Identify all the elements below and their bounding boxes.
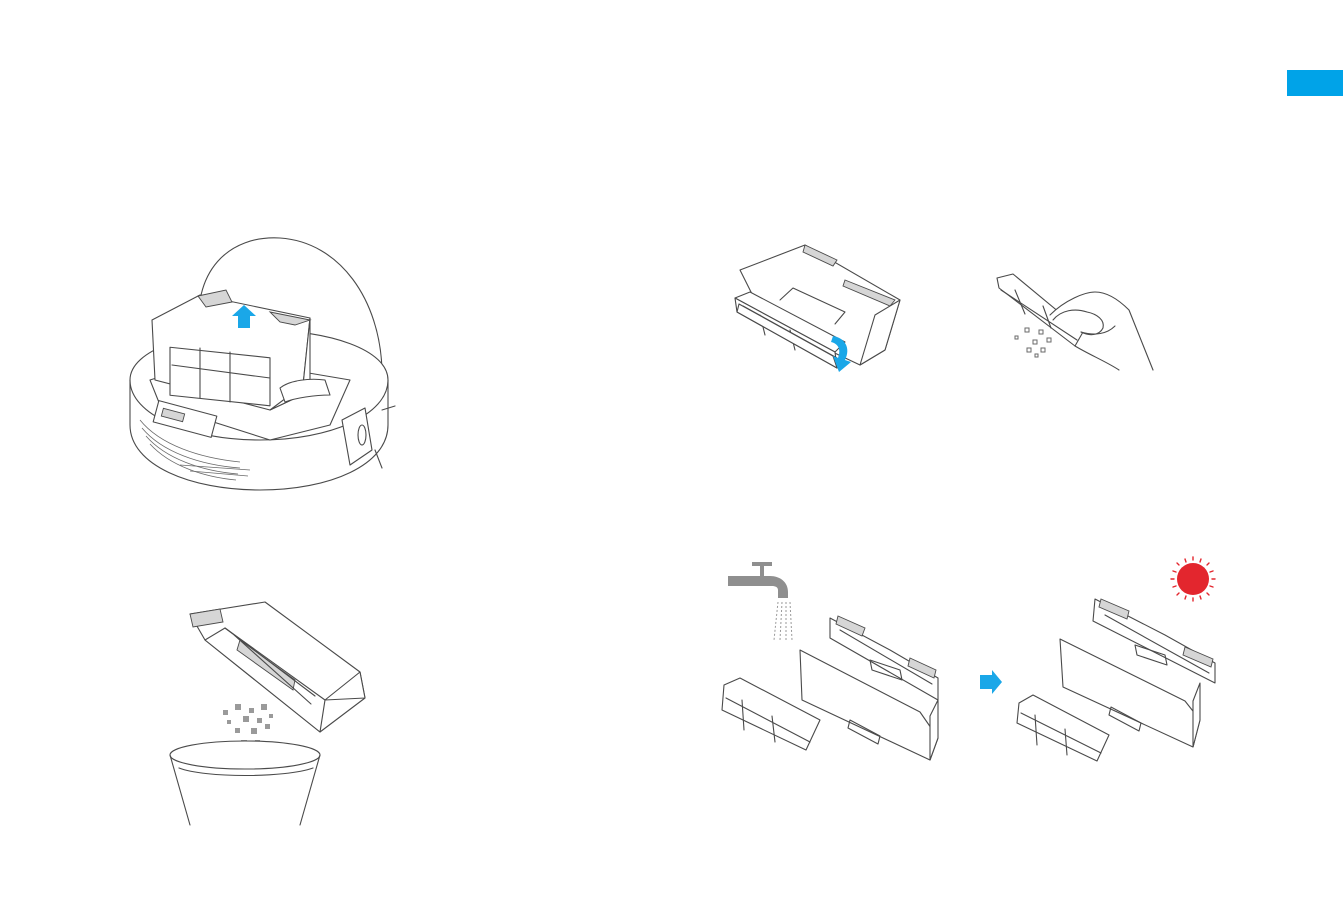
section-tab-marker [1287, 70, 1343, 96]
water-stream [774, 602, 792, 640]
robot-remove-dustbin-illustration [120, 230, 400, 500]
wash-dustbin-illustration [720, 560, 960, 770]
remove-filter-illustration [725, 240, 905, 370]
dustbin-filter-grid [170, 347, 270, 406]
debris [1015, 328, 1051, 357]
filter-panel [1017, 695, 1109, 761]
trash-can-icon [170, 741, 320, 825]
dustbin-open [800, 616, 938, 760]
dry-in-sun-illustration [1015, 555, 1225, 770]
sun-icon [1171, 557, 1215, 601]
tap-filter-illustration [995, 270, 1165, 380]
faucet-icon [728, 562, 788, 598]
next-step-arrow-icon [978, 670, 1004, 694]
empty-dustbin-illustration [165, 600, 375, 830]
